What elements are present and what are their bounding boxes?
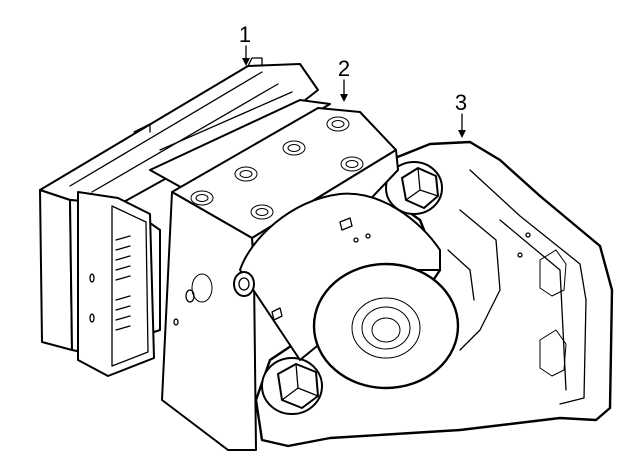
callout-3-label: 3 xyxy=(455,90,467,115)
upper-bolt xyxy=(385,161,443,215)
callout-1: 1 xyxy=(239,22,251,66)
lower-bolt xyxy=(261,357,323,415)
callout-2-label: 2 xyxy=(338,56,350,81)
callout-1-label: 1 xyxy=(239,22,251,47)
control-unit xyxy=(39,57,331,377)
callout-3: 3 xyxy=(455,90,467,138)
callout-2: 2 xyxy=(338,56,350,102)
hydraulic-unit xyxy=(161,107,460,451)
pump-motor xyxy=(233,192,460,390)
